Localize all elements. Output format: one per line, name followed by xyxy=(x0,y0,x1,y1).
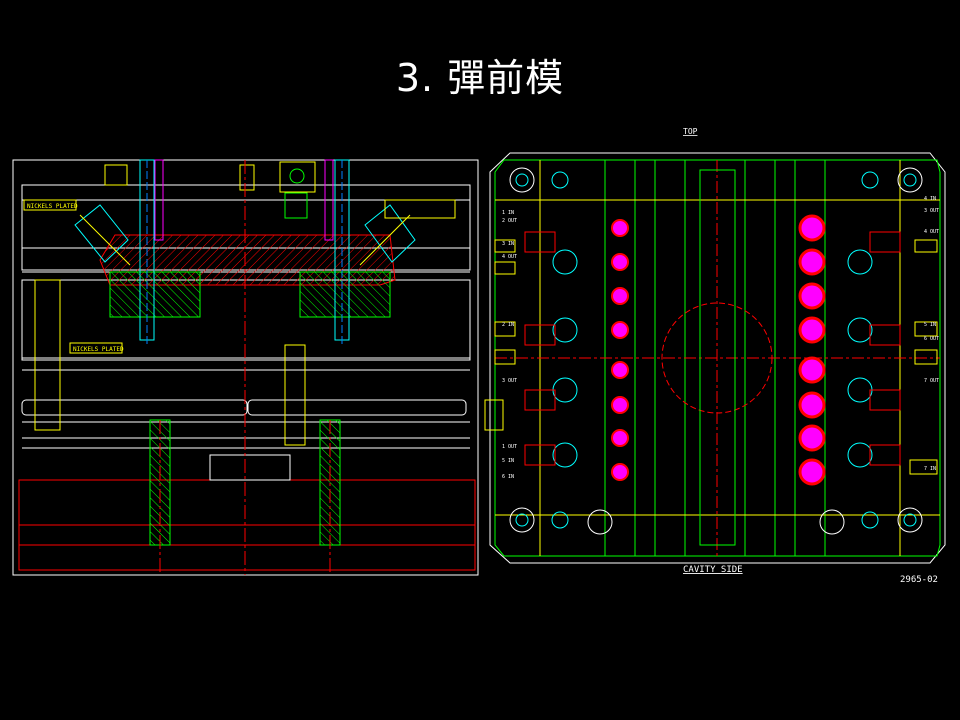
right-callout: 7 OUT xyxy=(924,378,939,384)
nickel-plated-label-1: NICKELS PLATED xyxy=(27,203,78,210)
nickel-plated-label-2: NICKELS PLATED xyxy=(73,346,124,353)
cavity-side-label: CAVITY SIDE xyxy=(683,565,743,575)
right-callout: 3 OUT xyxy=(924,208,939,214)
left-callout: 3 IN xyxy=(502,241,514,247)
right-callout: 5 IN xyxy=(924,322,936,328)
left-callout: 1 OUT xyxy=(502,444,517,450)
top-label: TOP xyxy=(683,127,698,136)
left-callout: 2 IN xyxy=(502,322,514,328)
left-callout: 6 IN xyxy=(502,474,514,480)
left-callout: 5 IN xyxy=(502,458,514,464)
section-view: NICKELS PLATED NICKELS PLATED xyxy=(12,159,479,576)
drawing-number: 2965-02 xyxy=(900,575,938,585)
slide-title: 3. 彈前模 xyxy=(395,56,565,100)
left-callout: 1 IN xyxy=(502,210,514,216)
cavity-plan-view: TOP CAVITY SIDE 2965-02 1 IN 2 OUT 3 IN … xyxy=(484,127,946,585)
left-callout: 4 OUT xyxy=(502,254,517,260)
right-callout: 7 IN xyxy=(924,466,936,472)
left-callout: 3 OUT xyxy=(502,378,517,384)
right-callout: 6 OUT xyxy=(924,336,939,342)
left-callout: 2 OUT xyxy=(502,218,517,224)
right-callout: 4 IN xyxy=(924,196,936,202)
right-callout: 4 OUT xyxy=(924,229,939,235)
